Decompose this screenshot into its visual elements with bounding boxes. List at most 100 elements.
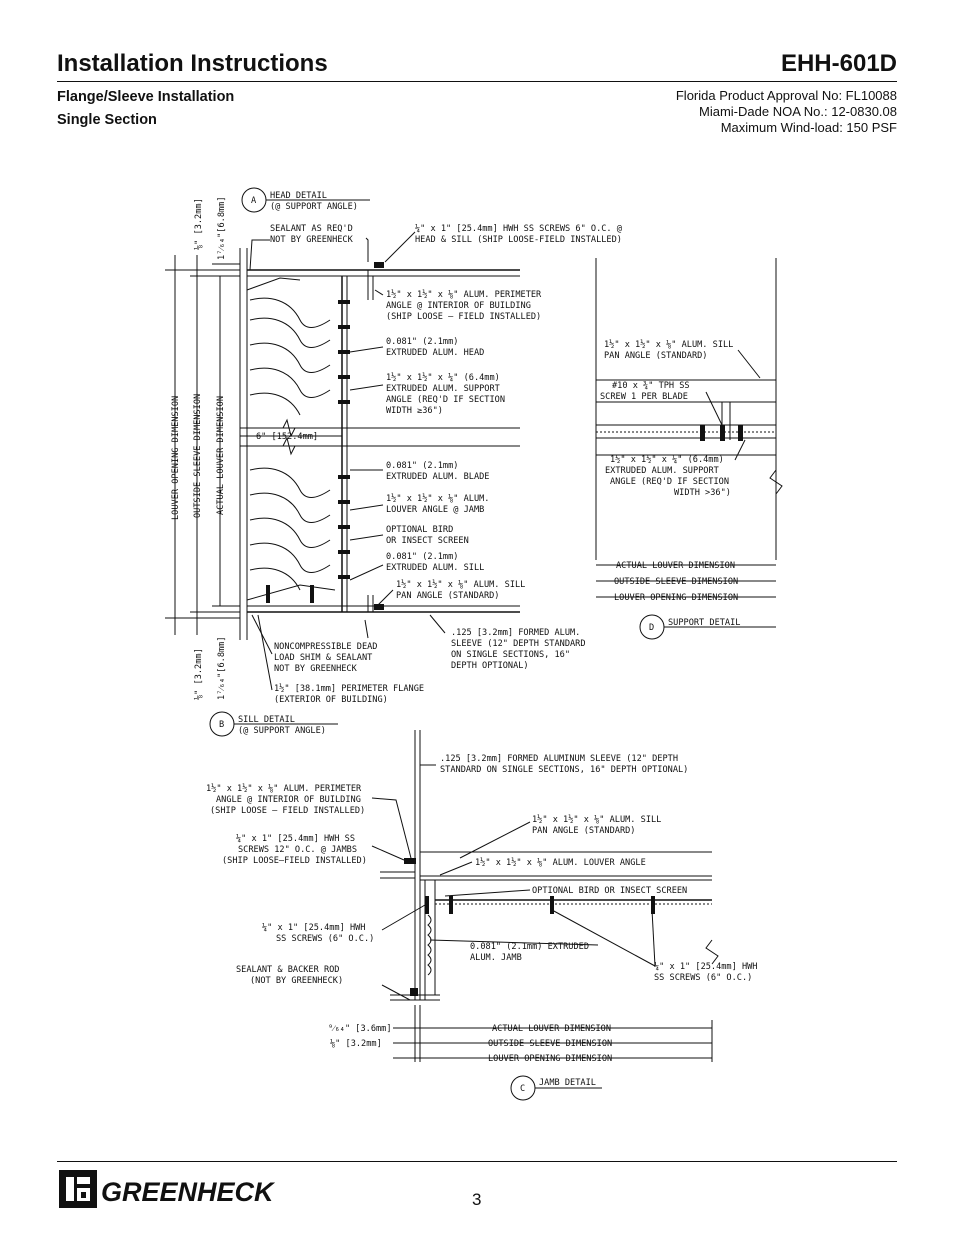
- note-support-line3: ANGLE (REQ'D IF SECTION: [386, 395, 505, 405]
- note-c-perim-line2: ANGLE @ INTERIOR OF BUILDING: [216, 795, 361, 805]
- note-c-perim-line3: (SHIP LOOSE – FIELD INSTALLED): [210, 806, 365, 816]
- d-dim-actual-louver: ACTUAL LOUVER DIMENSION: [616, 561, 735, 571]
- note-sillpan-line2: PAN ANGLE (STANDARD): [396, 591, 499, 601]
- c-dim-eighth: ⅛" [3.2mm]: [330, 1039, 382, 1049]
- note-sealant-line1: SEALANT AS REQ'D: [270, 224, 353, 234]
- note-screen-line1: OPTIONAL BIRD: [386, 525, 453, 535]
- note-c-hwh-line3: ¼" x 1" [25.4mm] HWH: [654, 962, 757, 972]
- subtitle-installation: Flange/Sleeve Installation: [57, 89, 235, 105]
- detail-c-letter: C: [520, 1084, 525, 1094]
- note-perimeter-line2: ANGLE @ INTERIOR OF BUILDING: [386, 301, 531, 311]
- header-rule: [57, 81, 897, 82]
- note-c-hwh-line1: ¼" x 1" [25.4mm] HWH: [262, 923, 365, 933]
- detail-a-subtitle: (@ SUPPORT ANGLE): [270, 202, 358, 212]
- greenheck-logo: GREENHECK: [57, 1168, 277, 1210]
- note-jamb-angle-line1: 1½" x 1½" x ⅛" ALUM.: [386, 493, 489, 504]
- note-sealant-line2: NOT BY GREENHECK: [270, 235, 354, 245]
- note-flange-line2: (EXTERIOR OF BUILDING): [274, 695, 388, 705]
- note-c-screen: OPTIONAL BIRD OR INSECT SCREEN: [532, 886, 687, 896]
- note-support-line2: EXTRUDED ALUM. SUPPORT: [386, 384, 500, 394]
- dim-bottom-764: 1⁷⁄₆₄"[6.8mm]: [217, 636, 227, 700]
- note-c-sealant-line2: (NOT BY GREENHECK): [250, 976, 343, 986]
- note-d-sillpan-line2: PAN ANGLE (STANDARD): [604, 351, 707, 361]
- detail-b-subtitle: (@ SUPPORT ANGLE): [238, 726, 326, 736]
- d-dim-outside-sleeve: OUTSIDE SLEEVE DIMENSION: [614, 577, 738, 587]
- footer-rule: [57, 1161, 897, 1162]
- wind-load: Maximum Wind-load: 150 PSF: [720, 120, 897, 135]
- note-c-jamb-line2: ALUM. JAMB: [470, 953, 522, 963]
- note-blade-line1: 0.081" (2.1mm): [386, 461, 458, 471]
- note-d-support-line3: ANGLE (REQ'D IF SECTION: [610, 477, 729, 487]
- c-dim-outside-sleeve: OUTSIDE SLEEVE DIMENSION: [488, 1039, 612, 1049]
- note-sill-line2: EXTRUDED ALUM. SILL: [386, 563, 484, 573]
- page-title: Installation Instructions: [57, 50, 328, 77]
- note-sleeve-line4: DEPTH OPTIONAL): [451, 661, 529, 671]
- note-head-line2: EXTRUDED ALUM. HEAD: [386, 348, 484, 358]
- note-d-support-line4: WIDTH >36"): [674, 488, 731, 498]
- note-jamb-angle-line2: LOUVER ANGLE @ JAMB: [386, 505, 484, 515]
- section-view: [165, 187, 520, 737]
- note-c-jamb-line1: 0.081" (2.1mm) EXTRUDED: [470, 942, 589, 952]
- note-c-sleeve-line2: STANDARD ON SINGLE SECTIONS, 16" DEPTH O…: [440, 765, 688, 775]
- note-c-sillpan-line2: PAN ANGLE (STANDARD): [532, 826, 635, 836]
- c-dim-louver-opening: LOUVER OPENING DIMENSION: [488, 1054, 612, 1064]
- note-c-sillpan-line1: 1½" x 1½" x ⅛" ALUM. SILL: [532, 814, 661, 825]
- note-head-screws-line2: HEAD & SILL (SHIP LOOSE-FIELD INSTALLED): [415, 235, 622, 245]
- detail-a-letter: A: [251, 196, 257, 206]
- note-support-line1: 1½" x 1½" x ¼" (6.4mm): [386, 372, 500, 383]
- dim-bottom-eighth: ⅛" [3.2mm]: [194, 648, 204, 700]
- detail-d-letter: D: [649, 623, 654, 633]
- florida-approval: Florida Product Approval No: FL10088: [675, 88, 897, 103]
- note-d-tph-line2: SCREW 1 PER BLADE: [600, 392, 688, 402]
- dim-top-764: 1⁷⁄₆₄"[6.8mm]: [217, 196, 227, 260]
- note-c-perim-line1: 1½" x 1½" x ⅛" ALUM. PERIMETER: [206, 783, 362, 794]
- page-number: 3: [472, 1190, 482, 1209]
- note-c-screws-line3: (SHIP LOOSE–FIELD INSTALLED): [222, 856, 367, 866]
- dim-outside-sleeve: OUTSIDE SLEEVE DIMENSION: [193, 394, 203, 518]
- support-detail-view: [595, 258, 783, 640]
- note-sillpan-line1: 1½" x 1½" x ⅛" ALUM. SILL: [396, 579, 525, 590]
- note-support-line4: WIDTH ≥36"): [386, 406, 443, 416]
- note-c-hwh-line4: SS SCREWS (6" O.C.): [654, 973, 752, 983]
- detail-a-title: HEAD DETAIL: [270, 191, 327, 201]
- dim-top-eighth: ⅛" [3.2mm]: [194, 198, 204, 250]
- note-d-sillpan-line1: 1½" x 1½" x ⅛" ALUM. SILL: [604, 339, 733, 350]
- c-dim-actual-louver: ACTUAL LOUVER DIMENSION: [492, 1024, 611, 1034]
- note-head-line1: 0.081" (2.1mm): [386, 337, 458, 347]
- model-number: EHH-601D: [780, 50, 897, 77]
- detail-b-letter: B: [219, 720, 224, 730]
- note-d-support-line2: EXTRUDED ALUM. SUPPORT: [605, 466, 719, 476]
- note-d-support-line1: 1½" x 1½" x ¼" (6.4mm): [610, 454, 724, 465]
- note-blade-line2: EXTRUDED ALUM. BLADE: [386, 472, 489, 482]
- miami-dade-noa: Miami-Dade NOA No.: 12-0830.08: [699, 104, 897, 119]
- note-c-screws-line1: ¼" x 1" [25.4mm] HWH SS: [236, 834, 355, 844]
- note-sleeve-line1: .125 [3.2mm] FORMED ALUM.: [451, 628, 580, 638]
- dim-six-inch: 6" [152.4mm]: [256, 432, 318, 442]
- note-flange-line1: 1½" [38.1mm] PERIMETER FLANGE: [274, 683, 424, 694]
- note-perimeter-line3: (SHIP LOOSE – FIELD INSTALLED): [386, 312, 541, 322]
- note-c-sleeve-line1: .125 [3.2mm] FORMED ALUMINUM SLEEVE (12"…: [440, 754, 678, 764]
- note-d-tph-line1: #10 x ¾" TPH SS: [612, 381, 690, 391]
- dim-actual-louver: ACTUAL LOUVER DIMENSION: [216, 396, 226, 515]
- dim-louver-opening: LOUVER OPENING DIMENSION: [171, 396, 181, 520]
- note-c-louver-angle: 1½" x 1½" x ⅛" ALUM. LOUVER ANGLE: [475, 857, 646, 868]
- note-shim-line1: NONCOMPRESSIBLE DEAD: [274, 642, 377, 652]
- detail-c-title: JAMB DETAIL: [539, 1078, 596, 1088]
- note-sleeve-line3: ON SINGLE SECTIONS, 16": [451, 650, 570, 660]
- d-dim-louver-opening: LOUVER OPENING DIMENSION: [614, 593, 738, 603]
- subtitle-section: Single Section: [57, 112, 157, 128]
- note-c-screws-line2: SCREWS 12" O.C. @ JAMBS: [238, 845, 357, 855]
- note-shim-line3: NOT BY GREENHECK: [274, 664, 358, 674]
- approvals-block: Florida Product Approval No: FL10088 Mia…: [676, 88, 897, 136]
- note-sill-line1: 0.081" (2.1mm): [386, 552, 458, 562]
- note-c-sealant-line1: SEALANT & BACKER ROD: [236, 965, 339, 975]
- note-screen-line2: OR INSECT SCREEN: [386, 536, 469, 546]
- brand-name: GREENHECK: [101, 1177, 276, 1207]
- greenheck-logo-icon: GREENHECK: [59, 1170, 276, 1208]
- note-shim-line2: LOAD SHIM & SEALANT: [274, 653, 372, 663]
- jamb-detail-view: [371, 730, 719, 1101]
- note-sleeve-line2: SLEEVE (12" DEPTH STANDARD: [451, 639, 586, 649]
- c-dim-964: ⁹⁄₆₄" [3.6mm]: [328, 1024, 392, 1034]
- note-head-screws-line1: ¼" x 1" [25.4mm] HWH SS SCREWS 6" O.C. @: [415, 224, 622, 234]
- detail-b-title: SILL DETAIL: [238, 715, 295, 725]
